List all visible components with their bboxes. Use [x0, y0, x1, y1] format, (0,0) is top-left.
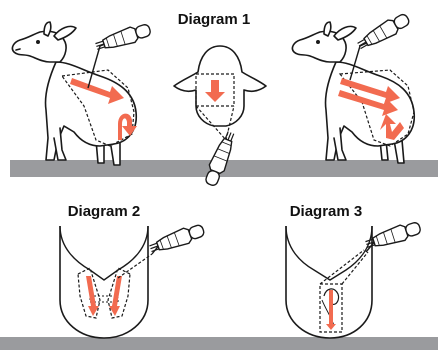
diagram-1-right-sheep — [292, 11, 414, 163]
diagram-3-title: Diagram 3 — [290, 203, 363, 220]
floor-bottom — [0, 337, 438, 350]
shearing-handpiece-icon — [148, 222, 206, 256]
shearing-handpiece-icon — [355, 11, 411, 53]
diagram-1-title: Diagram 1 — [178, 11, 251, 28]
sheep-icon — [60, 226, 148, 338]
diagram-1-left-sheep — [12, 22, 152, 165]
diagram-2-title: Diagram 2 — [68, 203, 141, 220]
sheep-icon — [292, 22, 414, 163]
diagram-2 — [60, 222, 206, 338]
diagram-3 — [286, 220, 422, 338]
shearing-handpiece-icon — [203, 130, 239, 188]
shearing-handpiece-icon — [94, 22, 152, 55]
sheep-icon — [174, 46, 266, 126]
